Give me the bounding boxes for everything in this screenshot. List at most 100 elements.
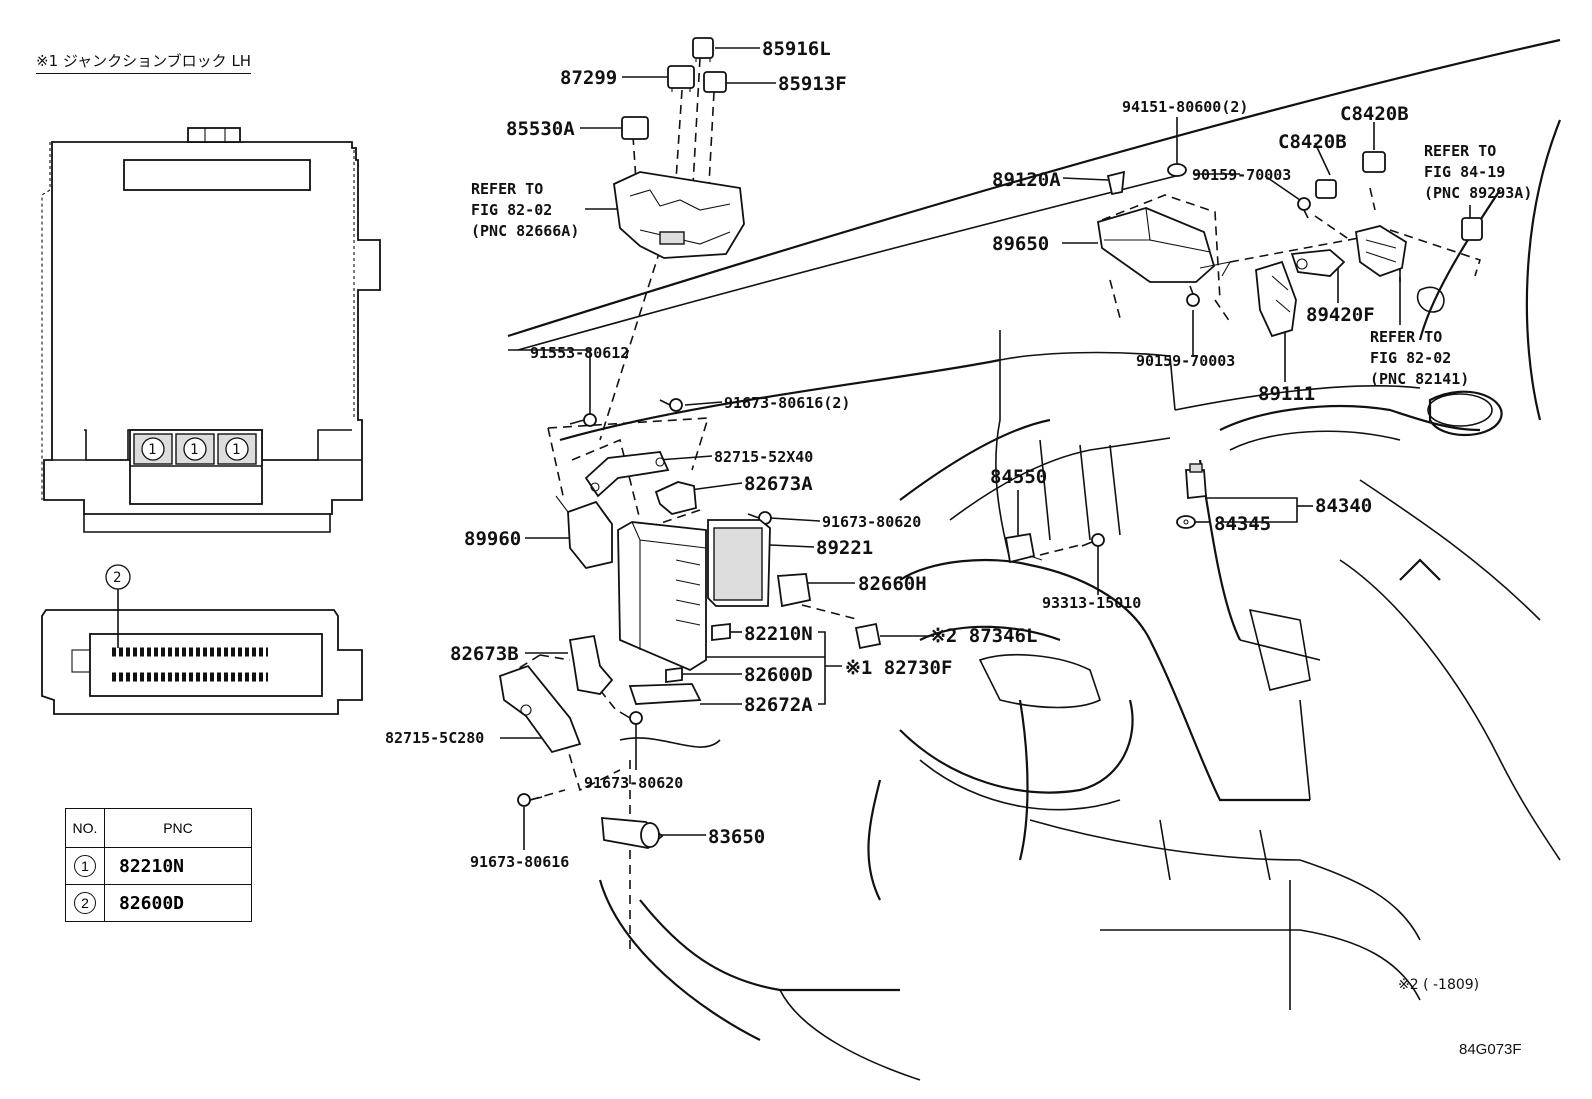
label-91673-80620-a: 91673-80620 <box>822 513 921 531</box>
screw-90159-b <box>1186 285 1200 307</box>
label-82660H: 82660H <box>858 573 927 595</box>
sensor-89111 <box>1255 260 1297 338</box>
dashboard-outline <box>507 38 1562 1081</box>
label-82673B: 82673B <box>450 643 519 665</box>
label-91553: 91553-80612 <box>530 344 629 362</box>
label-85530A: 85530A <box>506 118 575 140</box>
label-89960: 89960 <box>464 528 521 550</box>
screw-93313 <box>1081 533 1105 547</box>
label-82730F: ※1 82730F <box>845 657 952 679</box>
block-82600D <box>665 666 683 684</box>
label-82715-52X40: 82715-52X40 <box>714 448 813 466</box>
parts <box>498 37 1483 849</box>
label-82210N: 82210N <box>744 623 813 645</box>
label-91673-80620-b: 91673-80620 <box>584 774 683 792</box>
junction-block-front-view: 1 1 1 <box>41 127 381 533</box>
label-82672A: 82672A <box>744 694 813 716</box>
label-refer-82666A-3: (PNC 82666A) <box>471 222 579 240</box>
legend-row-no: 1 <box>74 855 96 877</box>
relay-82660H <box>776 573 812 608</box>
label-87299: 87299 <box>560 67 617 89</box>
footnote: ※2 ( -1809) <box>1398 977 1480 993</box>
label-82673A: 82673A <box>744 473 813 495</box>
ecu-89650 <box>1096 207 1232 283</box>
connector-pins <box>112 647 268 682</box>
clip-82673A <box>654 481 697 515</box>
label-85916L: 85916L <box>762 38 831 60</box>
label-89221: 89221 <box>816 537 873 559</box>
part-84550 <box>1004 532 1043 564</box>
cover-82672A <box>628 683 702 705</box>
label-87346L: ※2 87346L <box>930 625 1037 647</box>
legend-row-pnc: 82600D <box>104 884 252 922</box>
bracket-82715-5C280 <box>498 664 582 754</box>
callout-2: 2 <box>113 570 121 586</box>
label-refer-82141-2: FIG 82-02 <box>1370 349 1451 367</box>
label-refer-82666A-1: REFER TO <box>471 180 543 198</box>
label-89420F: 89420F <box>1306 304 1375 326</box>
relay-C8420B-b <box>1362 151 1386 173</box>
screw-91553 <box>569 413 597 427</box>
clip-89120A <box>1106 170 1126 196</box>
legend-col-pnc: PNC <box>104 808 252 848</box>
label-90159-a: 90159-70003 <box>1192 166 1291 184</box>
label-C8420B-b: C8420B <box>1340 103 1409 125</box>
screw-91673-2 <box>659 398 683 412</box>
label-94151: 94151-80600(2) <box>1122 98 1248 116</box>
legend-row: 1 82210N <box>65 847 252 885</box>
pnc-legend-table: NO. PNC 1 82210N 2 82600D <box>65 808 252 922</box>
label-90159-b: 90159-70003 <box>1136 352 1235 370</box>
label-84340: 84340 <box>1315 495 1372 517</box>
legend-header-row: NO. PNC <box>65 808 252 848</box>
label-85913F: 85913F <box>778 73 847 95</box>
junction-block-82730F <box>617 521 707 672</box>
part-83650 <box>601 817 664 849</box>
screw-90159-a <box>1297 197 1311 219</box>
label-89120A: 89120A <box>992 169 1061 191</box>
callout-1a: 1 <box>148 442 156 458</box>
label-refer-82141-1: REFER TO <box>1370 328 1442 346</box>
module-89960 <box>555 495 613 570</box>
label-91673-80616-2: 91673-80616(2) <box>724 394 850 412</box>
legend-row: 2 82600D <box>65 884 252 922</box>
label-84550: 84550 <box>990 466 1047 488</box>
junction-block-note: ※1 ジャンクションブロック LH <box>36 50 252 74</box>
nut-94151 <box>1167 163 1187 177</box>
label-93313: 93313-15010 <box>1042 594 1141 612</box>
relay-87346L <box>854 622 882 650</box>
bracket-82141 <box>1355 225 1407 278</box>
junction-block-side-view: 2 <box>41 564 363 715</box>
figure-code: 84G073F <box>1459 1041 1522 1058</box>
label-91673-80616: 91673-80616 <box>470 853 569 871</box>
bracket-82715-52X40 <box>584 451 670 498</box>
legend-row-no: 2 <box>74 892 96 914</box>
ecu-89221 <box>707 519 771 607</box>
screw-91673-80620b <box>619 711 643 725</box>
relay-85916L <box>692 37 714 62</box>
relay-87299 <box>667 65 695 92</box>
relay-85913F <box>703 71 727 93</box>
label-refer-89293A-3: (PNC 89293A) <box>1424 184 1532 202</box>
relay-85530A <box>621 116 649 140</box>
nut-84345 <box>1176 515 1196 529</box>
clip-82673B <box>568 634 614 695</box>
label-refer-82141-3: (PNC 82141) <box>1370 370 1469 388</box>
label-84345: 84345 <box>1214 513 1271 535</box>
label-refer-89293A-1: REFER TO <box>1424 142 1496 160</box>
legend-row-pnc: 82210N <box>104 847 252 885</box>
label-89650: 89650 <box>992 233 1049 255</box>
label-83650: 83650 <box>708 826 765 848</box>
screw-91673-80616 <box>517 793 543 807</box>
label-89111: 89111 <box>1258 383 1315 405</box>
callout-1c: 1 <box>232 442 240 458</box>
relay-89293A <box>1461 217 1483 241</box>
relay-C8420B-a <box>1315 179 1337 199</box>
label-refer-89293A-2: FIG 84-19 <box>1424 163 1505 181</box>
label-refer-82666A-2: FIG 82-02 <box>471 201 552 219</box>
switch-84340 <box>1185 463 1207 499</box>
sensor-89420F <box>1290 249 1346 277</box>
leader-lines <box>499 47 1481 950</box>
label-82600D: 82600D <box>744 664 813 686</box>
label-C8420B-a: C8420B <box>1278 131 1347 153</box>
